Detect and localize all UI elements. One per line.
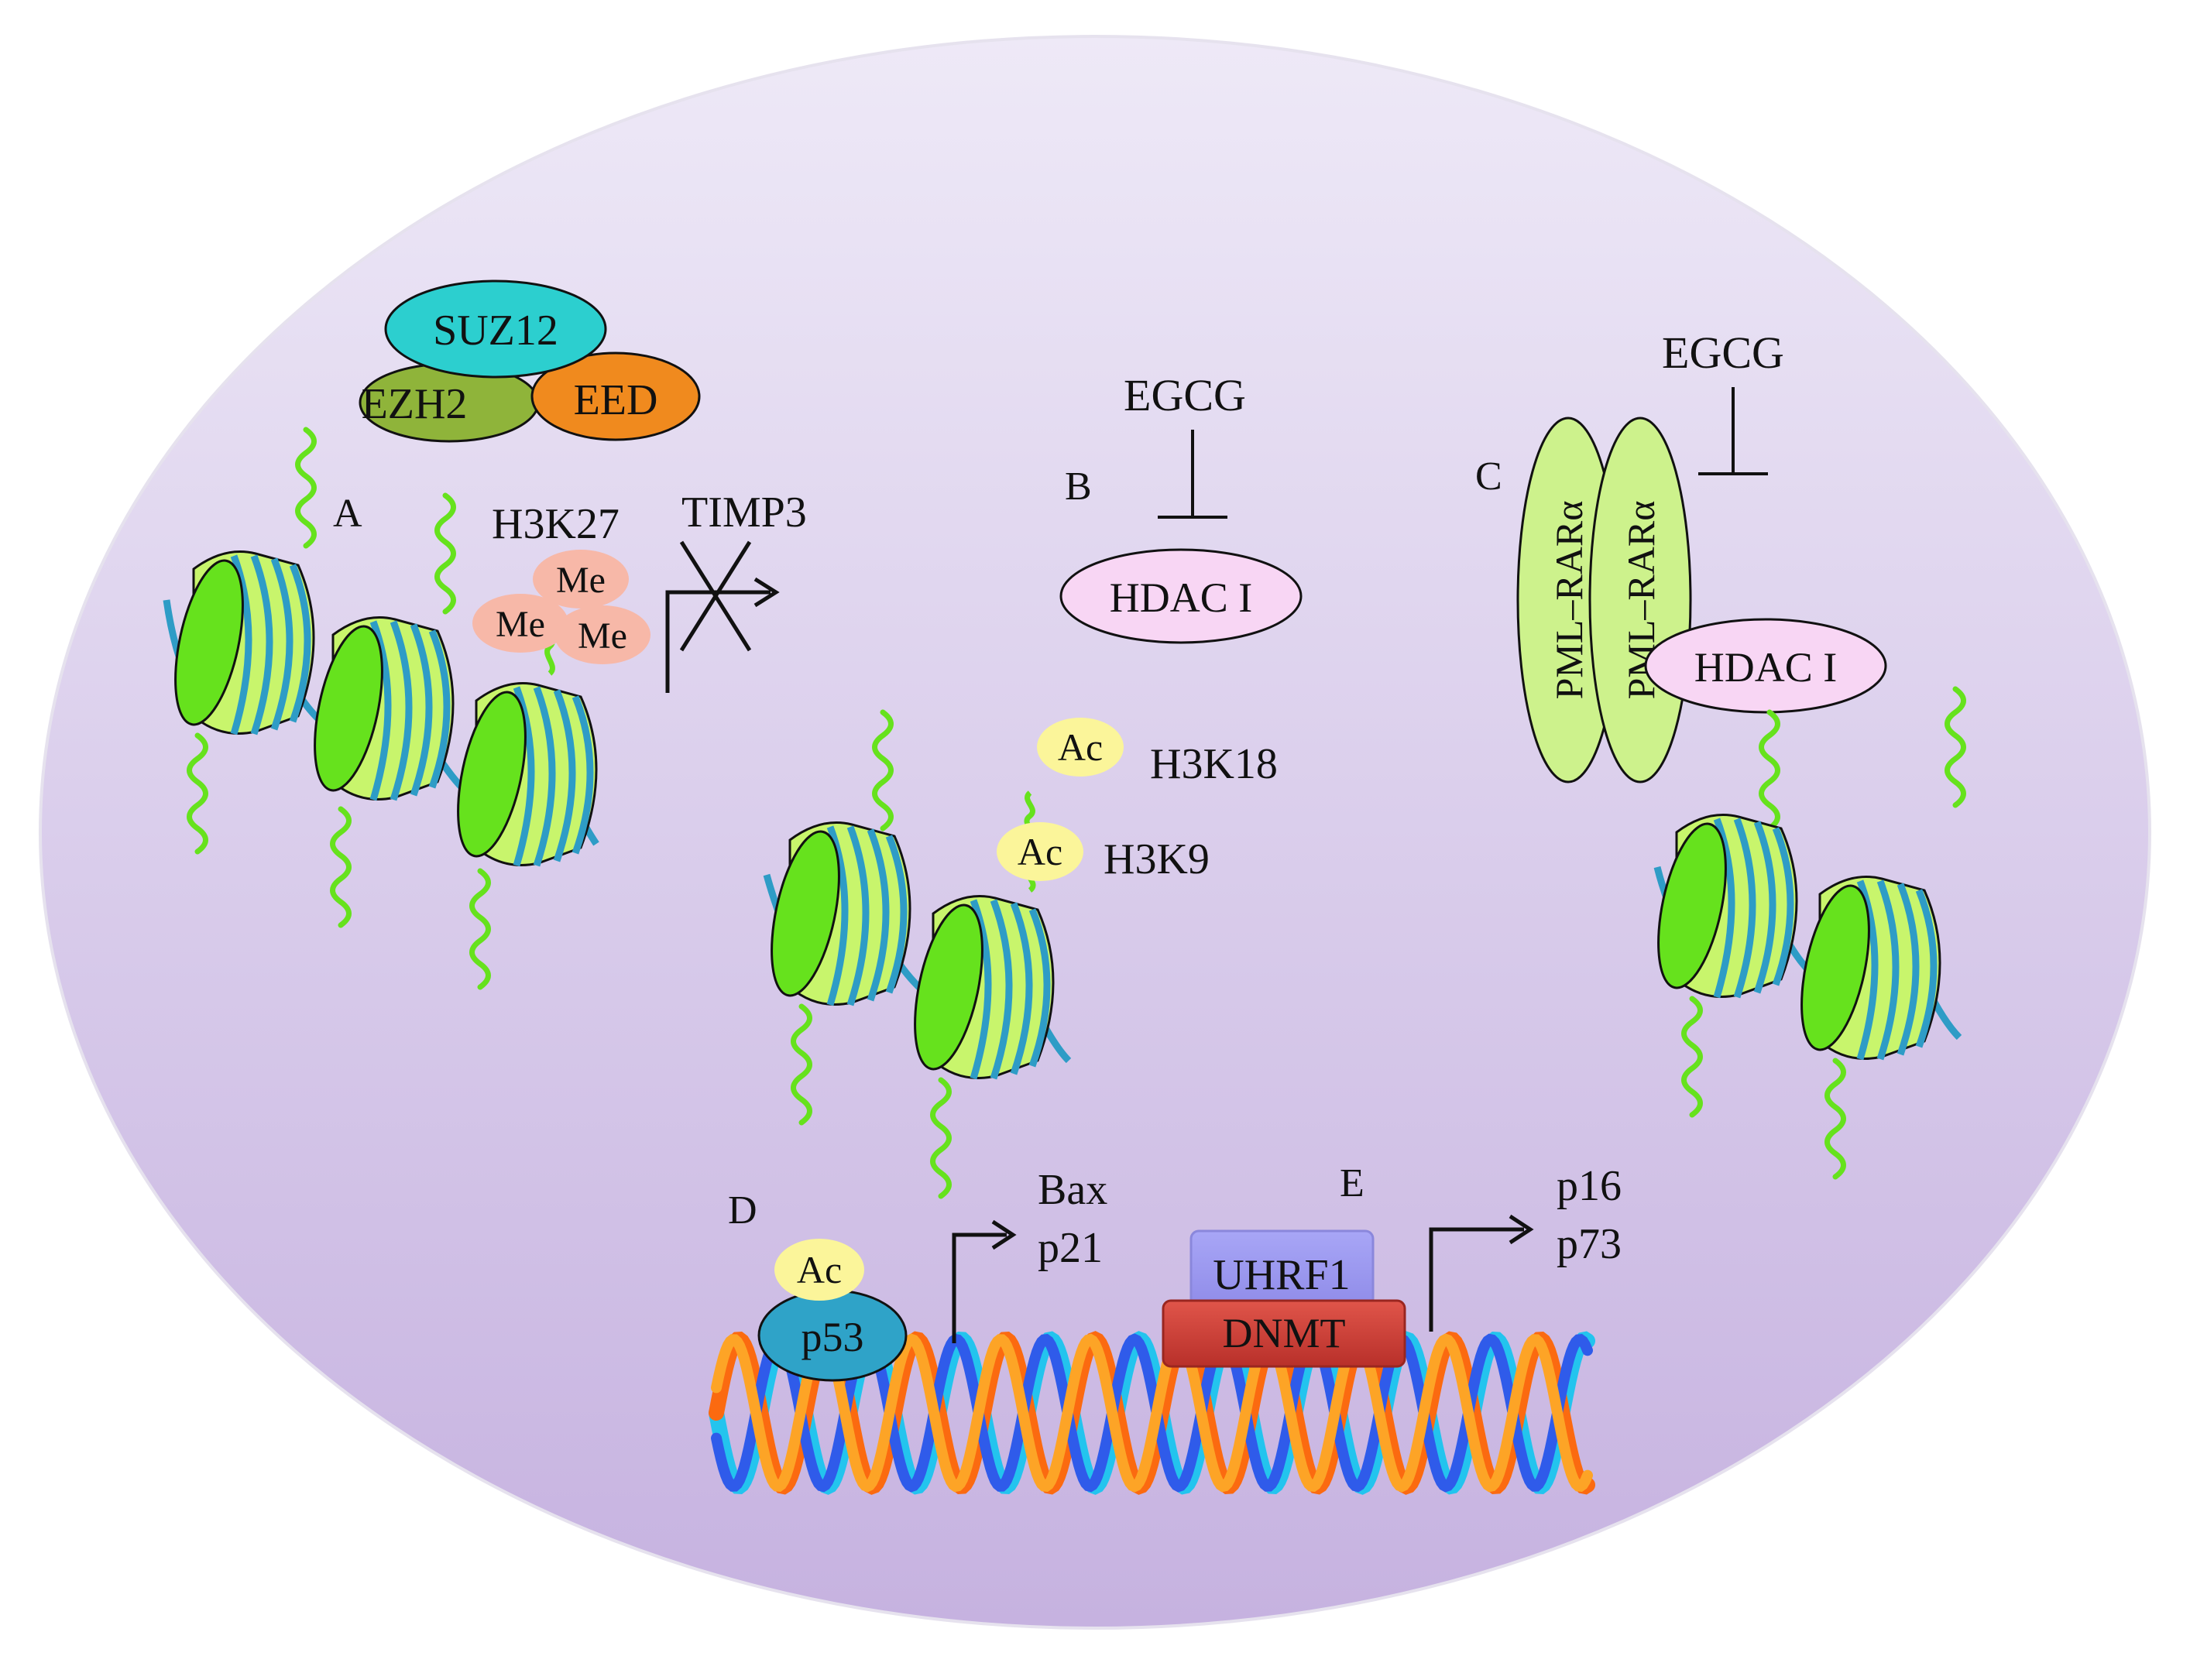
suz12-protein [384, 279, 607, 379]
me-badge [472, 594, 568, 653]
p73-label: p73 [1557, 1220, 1622, 1268]
timp3-label: TIMP3 [681, 489, 807, 537]
me-label: Me [496, 604, 545, 645]
dnmt-protein [1162, 1299, 1406, 1368]
panel-b-label: B [1065, 465, 1092, 509]
me-label: Me [556, 560, 606, 601]
hdac-label-b: HDAC I [1110, 574, 1253, 621]
suz12-label: SUZ12 [433, 307, 558, 355]
me-badge [554, 605, 650, 664]
ezh2-label: EZH2 [362, 380, 468, 428]
p21-label: p21 [1038, 1224, 1103, 1272]
cell-background [39, 35, 2151, 1630]
panel-a: SUZ12 EZH2 EED A H3K27 Me Me Me TIMP3 [163, 279, 807, 987]
h3k9-label: H3K9 [1104, 835, 1210, 883]
p16-label: p16 [1557, 1162, 1622, 1210]
hdac-label-c: HDAC I [1694, 644, 1838, 691]
hdac-protein-b [1059, 548, 1303, 644]
h3k18-label: H3K18 [1150, 740, 1278, 788]
panel-a-label: A [333, 492, 362, 536]
ac-badge [774, 1239, 864, 1301]
eed-protein [530, 351, 701, 441]
panel-b: EGCG B HDAC I Ac Ac H3K18 H3K9 [759, 370, 1303, 1196]
timp3-promoter-arrow [665, 590, 771, 693]
ac-label: Ac [1058, 725, 1103, 769]
dnmt-label: DNMT [1223, 1310, 1346, 1356]
panel-c: EGCG C PML–RARα PML–RARα HDAC I [1475, 327, 1964, 1177]
panel-d: D Ac p53 Bax p21 [728, 1166, 1107, 1382]
hdac-protein-c [1644, 618, 1887, 714]
ac-badge [997, 822, 1083, 881]
me-badge [533, 550, 629, 609]
me-label: Me [578, 615, 627, 657]
p16-p73-promoter-arrow [1429, 1227, 1524, 1332]
uhrf1-label: UHRF1 [1213, 1251, 1350, 1299]
panel-e-label: E [1340, 1161, 1364, 1205]
bax-label: Bax [1038, 1166, 1107, 1214]
panel-e: E UHRF1 DNMT p16 p73 [1162, 1161, 1622, 1368]
egcg-label-c: EGCG [1662, 327, 1784, 378]
panel-c-label: C [1475, 454, 1502, 499]
ac-badge [1037, 718, 1124, 777]
p53-label: p53 [802, 1314, 864, 1360]
pml-rar-label: PML–RARα [1547, 501, 1591, 700]
eed-label: EED [574, 376, 658, 424]
egcg-label-b: EGCG [1124, 370, 1246, 420]
ac-label: Ac [797, 1248, 842, 1291]
dna-strand [711, 1333, 1593, 1493]
bax-p21-promoter-arrow [952, 1233, 1007, 1343]
h3k27-label: H3K27 [492, 500, 620, 548]
panel-d-label: D [728, 1188, 757, 1233]
ac-label: Ac [1018, 830, 1062, 873]
